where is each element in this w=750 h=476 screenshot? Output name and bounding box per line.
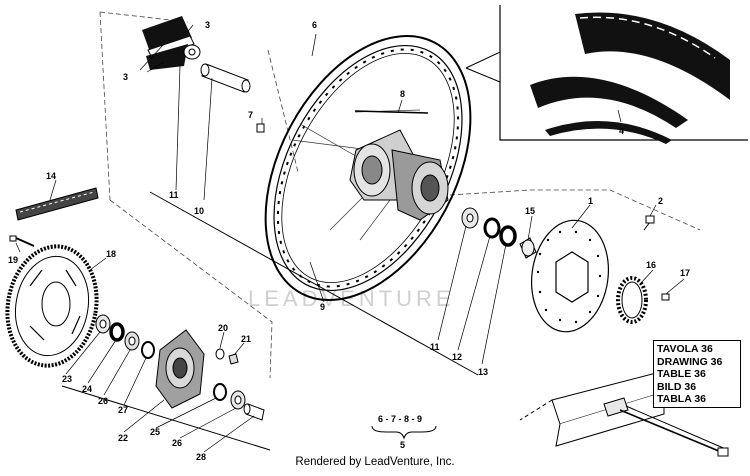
callout-19: 19: [8, 255, 18, 265]
ref-line-drawing: DRAWING 36: [657, 355, 723, 368]
spoke-nipple: [256, 123, 265, 133]
disc-screw: [643, 215, 655, 231]
watermark-text: LEADVENTURE: [248, 286, 455, 311]
callout-17: 17: [680, 268, 690, 278]
ring-screw: [661, 293, 670, 301]
render-credit: Rendered by LeadVenture, Inc.: [295, 456, 455, 468]
callout-13: 13: [478, 367, 488, 377]
sprocket-carrier: [155, 329, 205, 409]
callout-2: 2: [658, 196, 663, 206]
callout-23: 23: [62, 374, 72, 384]
callout-11b: 11: [430, 342, 440, 352]
tire-detail: [465, 5, 748, 144]
callout-27: 27: [118, 405, 128, 415]
drive-chain: [15, 187, 99, 221]
drawing-reference-box: TAVOLA 36 DRAWING 36 TABLE 36 BILD 36 TA…: [653, 340, 741, 408]
callout-26a: 26: [98, 396, 108, 406]
callout-5: 5: [400, 440, 405, 450]
callout-3b: 3: [123, 72, 128, 82]
group-brace: [371, 425, 437, 440]
callout-1: 1: [588, 196, 593, 206]
callout-7: 7: [248, 110, 253, 120]
callout-3a: 3: [205, 20, 210, 30]
callout-18: 18: [106, 249, 116, 259]
callout-14: 14: [46, 171, 56, 181]
callout-11a: 11: [169, 190, 179, 200]
rear-sprocket: [5, 244, 99, 368]
group-bracket-lines: [61, 191, 479, 451]
cush-drive-rubbers: [142, 16, 195, 70]
sprocket-side-bearings: [95, 314, 155, 359]
sprocket-bolt: [9, 235, 35, 247]
callout-4: 4: [619, 126, 624, 136]
callout-8: 8: [400, 89, 405, 99]
brake-disc: [530, 219, 610, 333]
callout-24: 24: [82, 384, 92, 394]
ref-line-tavola: TAVOLA 36: [657, 343, 713, 355]
carrier-nut-washer: [215, 348, 239, 365]
leader-lines: [15, 24, 685, 453]
callout-25: 25: [150, 427, 160, 437]
rear-hub: [349, 129, 449, 221]
callout-16: 16: [646, 260, 656, 270]
callout-15: 15: [525, 206, 535, 216]
callout-labels: 1 2 3 3 4 5 6 7 8 9 10 11 11 12 13 14 15…: [8, 20, 690, 462]
carrier-bearings: [213, 383, 265, 421]
callout-9: 9: [320, 302, 325, 312]
abs-tone-ring: [616, 276, 648, 324]
ref-line-tabla: TABLA 36: [657, 393, 707, 406]
callout-12: 12: [452, 352, 462, 362]
callout-20: 20: [218, 323, 228, 333]
ref-line-bild: BILD 36: [657, 380, 697, 393]
spacer-and-sleeve: [183, 44, 251, 93]
right-bearings: [461, 207, 537, 259]
spoke-part: [354, 110, 429, 114]
callout-28: 28: [196, 452, 206, 462]
callout-26b: 26: [172, 438, 182, 448]
callout-6: 6: [312, 20, 317, 30]
callout-22: 22: [118, 433, 128, 443]
swingarm-and-axle: [519, 371, 729, 457]
callout-21: 21: [241, 334, 251, 344]
ref-line-table: TABLE 36: [657, 368, 706, 381]
group-label: 6 - 7 - 8 - 9: [378, 414, 422, 424]
callout-10: 10: [194, 206, 204, 216]
